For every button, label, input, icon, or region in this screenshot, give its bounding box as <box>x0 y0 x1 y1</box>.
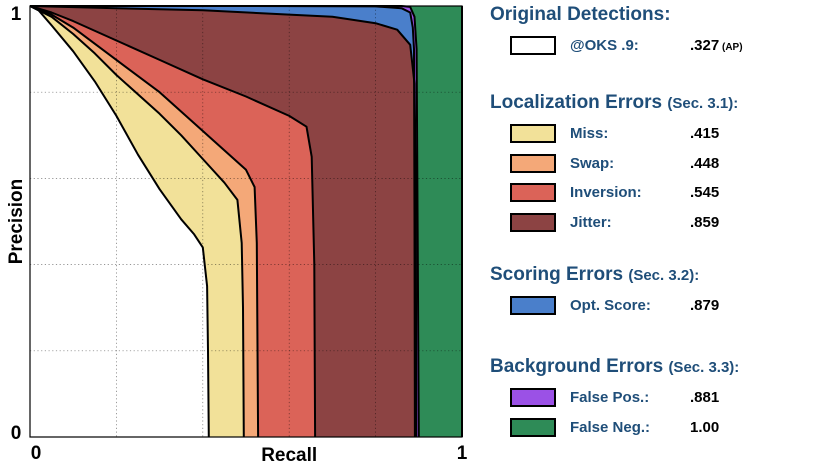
legend-entry: Jitter: .859 <box>510 212 810 235</box>
legend-section-title: Localization Errors (Sec. 3.1): <box>490 92 738 114</box>
y-tick-label: 1 <box>11 4 22 25</box>
legend-entry: Inversion: .545 <box>510 183 810 205</box>
legend-entry: False Neg.: 1.00 <box>510 417 810 440</box>
legend-value: .448 <box>690 155 719 172</box>
legend-value-number: .448 <box>690 154 720 172</box>
legend-section-ref: (Sec. 3.3): <box>668 359 740 376</box>
curve-miss <box>29 5 245 438</box>
legend-entry: Swap: .448 <box>510 153 810 176</box>
legend-swatch <box>510 296 556 315</box>
curve-inversion <box>29 5 317 438</box>
legend-entry: Opt. Score: .879 <box>510 296 810 318</box>
legend-label: False Neg.: <box>570 418 651 436</box>
legend-section-title-text: Background Errors <box>490 356 669 377</box>
legend-value: .545 <box>690 184 719 201</box>
legend-section-ref: (Sec. 3.1): <box>667 95 739 112</box>
legend-swatch <box>510 36 556 55</box>
legend-value-number: .859 <box>690 213 720 231</box>
legend-swatch <box>510 124 556 143</box>
legend-entry: False Pos.: .881 <box>510 388 810 410</box>
legend-entry: @OKS .9: .327 (AP) <box>510 36 810 58</box>
legend: Original Detections: @OKS .9: .327 (AP) Loc… <box>490 0 830 463</box>
legend-value: .415 <box>690 125 719 142</box>
legend-swatch <box>510 388 556 407</box>
legend-value-unit: (AP) <box>721 42 743 53</box>
plot-frame <box>29 5 463 438</box>
area-oks-9 <box>30 6 209 437</box>
legend-value: 1.00 <box>690 419 719 436</box>
legend-section-title: Background Errors (Sec. 3.3): <box>490 356 739 378</box>
x-tick-label: 0 <box>31 443 42 463</box>
legend-label: Jitter: <box>570 213 612 231</box>
legend-swatch <box>510 417 556 437</box>
legend-section-title: Scoring Errors (Sec. 3.2): <box>490 264 699 286</box>
legend-label: Opt. Score: <box>570 297 651 314</box>
legend-swatch <box>510 212 556 232</box>
legend-label: Inversion: <box>570 184 642 201</box>
legend-swatch <box>510 183 556 202</box>
legend-value-number: .545 <box>690 184 720 201</box>
legend-label: False Pos.: <box>570 389 650 406</box>
x-axis-label: Recall <box>261 445 317 463</box>
legend-label: Miss: <box>570 125 609 142</box>
series-areas <box>30 6 462 437</box>
legend-swatch <box>510 153 556 173</box>
legend-value-number: .415 <box>690 125 720 142</box>
precision-recall-chart: 0 1 0 1 Recall Precision <box>6 4 468 463</box>
legend-entry: Miss: .415 <box>510 124 810 146</box>
y-tick-label: 0 <box>11 423 22 444</box>
legend-value: .881 <box>690 389 719 406</box>
legend-value-number: .881 <box>690 389 720 406</box>
x-tick-label: 1 <box>457 443 468 463</box>
legend-section-title-text: Scoring Errors <box>490 264 629 285</box>
legend-value-number: .327 <box>690 37 720 54</box>
legend-value-number: .879 <box>690 297 720 314</box>
curve-oks-9 <box>29 5 210 438</box>
curve-swap <box>29 5 260 438</box>
legend-label: Swap: <box>570 154 615 172</box>
legend-section-ref: (Sec. 3.2): <box>628 267 700 284</box>
legend-section-title-text: Localization Errors <box>490 92 668 113</box>
legend-value: .859 <box>690 214 719 231</box>
legend-label: @OKS .9: <box>570 37 639 54</box>
axis-ticks: 0 1 0 1 <box>11 4 468 463</box>
legend-value: .879 <box>690 297 719 314</box>
legend-section-title: Original Detections: <box>490 4 671 26</box>
grid <box>30 6 462 437</box>
y-axis-label: Precision <box>6 179 27 265</box>
legend-value: .327 (AP) <box>690 37 743 54</box>
legend-section-title-text: Original Detections: <box>490 4 671 25</box>
legend-value-number: 1.00 <box>690 418 720 436</box>
